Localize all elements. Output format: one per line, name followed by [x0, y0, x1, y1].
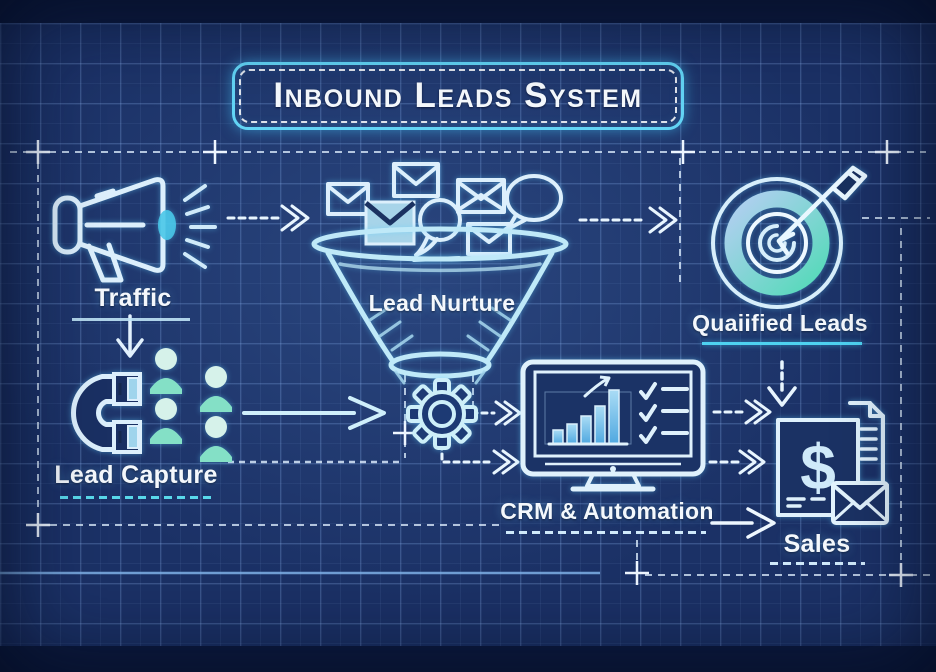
arrow-crm-to-sales [710, 507, 776, 539]
top-dark-band [0, 0, 936, 23]
qualified-leads-label: Quaiified Leads [692, 310, 868, 336]
funnel-hatch-lines [368, 306, 512, 385]
envelope-icon [456, 178, 506, 214]
sales-underline [770, 562, 865, 565]
magnet-icon [71, 372, 142, 454]
dollar-icon: $ [800, 431, 836, 503]
lead-nurture-label: Lead Nurture [368, 290, 516, 316]
magnet-people-icon [71, 348, 232, 462]
trend-arrow-icon [583, 375, 611, 398]
megaphone-icon [52, 177, 217, 283]
title-banner: Inbound Leads System [232, 62, 684, 130]
monitor-analytics-icon [520, 359, 706, 492]
checklist-icon [639, 382, 689, 444]
megaphone-bell-highlight [158, 210, 176, 240]
invoice-envelope-icon: $ [776, 401, 889, 525]
dart-arrow-icon [776, 165, 868, 256]
bar-chart-icon [544, 375, 632, 446]
arrow-nurture-to-qualified [578, 206, 678, 234]
arrow-traffic-to-capture [116, 314, 144, 358]
envelope-icon [392, 162, 440, 198]
filled-envelope-icon [364, 200, 416, 246]
arrow-capture-to-nurture [242, 396, 386, 430]
page-lines [859, 427, 878, 461]
page-title: Inbound Leads System [273, 76, 643, 115]
arrow-traffic-to-nurture [226, 204, 310, 232]
gear-icon [406, 378, 478, 450]
target-arrow-icon [711, 165, 868, 309]
lead-capture-label: Lead Capture [54, 461, 218, 489]
construction-lines [10, 151, 930, 576]
arrows-monitor-to-sales [708, 399, 772, 475]
sound-waves-icon [183, 184, 217, 269]
invoice-lines [786, 497, 826, 508]
arrow-qualified-to-sales [767, 360, 797, 407]
envelope-icon [326, 182, 370, 216]
crm-automation-label: CRM & Automation [500, 498, 714, 524]
qualified-leads-underline [702, 342, 862, 345]
mail-icon [831, 481, 889, 525]
sales-label: Sales [783, 530, 851, 558]
traffic-label: Traffic [94, 284, 172, 312]
arrow-gear-to-monitor [440, 400, 522, 475]
traffic-underline [72, 318, 190, 321]
target-icon [711, 177, 843, 309]
crm-automation-underline [506, 531, 706, 534]
lead-capture-underline [60, 496, 215, 499]
people-icon [150, 348, 232, 462]
bottom-dark-band [0, 646, 936, 672]
funnel-icon [311, 226, 569, 385]
